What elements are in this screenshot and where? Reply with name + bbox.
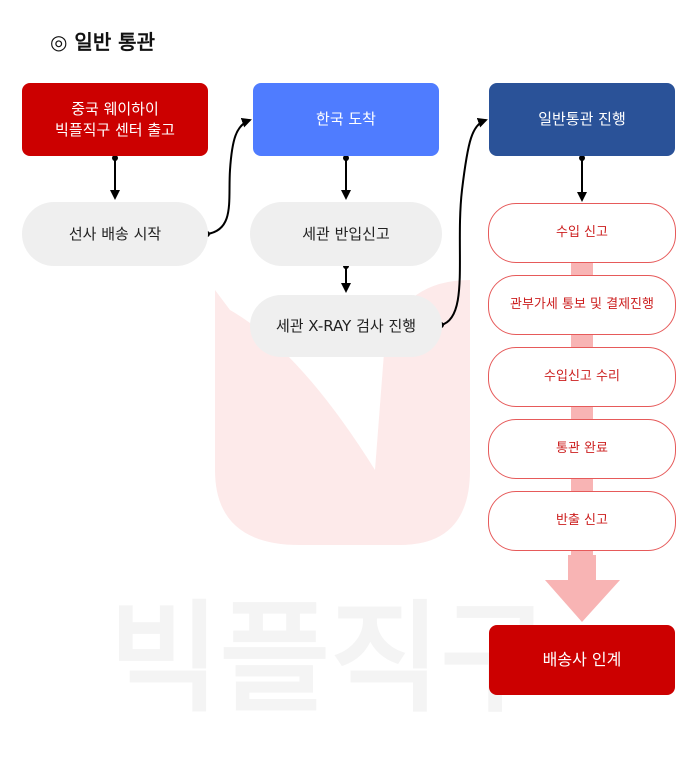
arrow-general-to-steps: [577, 155, 587, 202]
node-handover: 배송사 인계: [489, 625, 675, 695]
big-arrow-head-icon: [545, 580, 620, 622]
node-china-release: 중국 웨이하이 빅플직구 센터 출고: [22, 83, 208, 156]
arrow-release-to-shipping: [110, 155, 120, 200]
progress-band: [571, 262, 593, 562]
curve-shipping-to-arrival: [204, 117, 252, 237]
node-general-customs: 일반통관 진행: [489, 83, 675, 156]
node-shipping-start: 선사 배송 시작: [22, 202, 208, 266]
step-import-report: 수입 신고: [488, 203, 676, 263]
node-bonded-report: 세관 반입신고: [250, 202, 442, 266]
big-arrow-shaft: [568, 555, 596, 583]
node-arrival: 한국 도착: [253, 83, 439, 156]
arrow-arrival-to-report: [341, 155, 351, 200]
curve-xray-to-general: [438, 117, 488, 328]
arrow-report-to-xray: [341, 263, 351, 293]
step-tax-payment: 관부가세 통보 및 결제진행: [488, 275, 676, 335]
watermark-text: 빅플직구: [109, 590, 551, 729]
node-china-release-line1: 중국 웨이하이: [71, 100, 159, 119]
node-china-release-line2: 빅플직구 센터 출고: [55, 120, 175, 139]
step-import-accepted: 수입신고 수리: [488, 347, 676, 407]
step-release-report: 반출 신고: [488, 491, 676, 551]
step-customs-complete: 통관 완료: [488, 419, 676, 479]
node-xray: 세관 X-RAY 검사 진행: [250, 295, 442, 357]
page-title: ◎ 일반 통관: [50, 30, 155, 54]
